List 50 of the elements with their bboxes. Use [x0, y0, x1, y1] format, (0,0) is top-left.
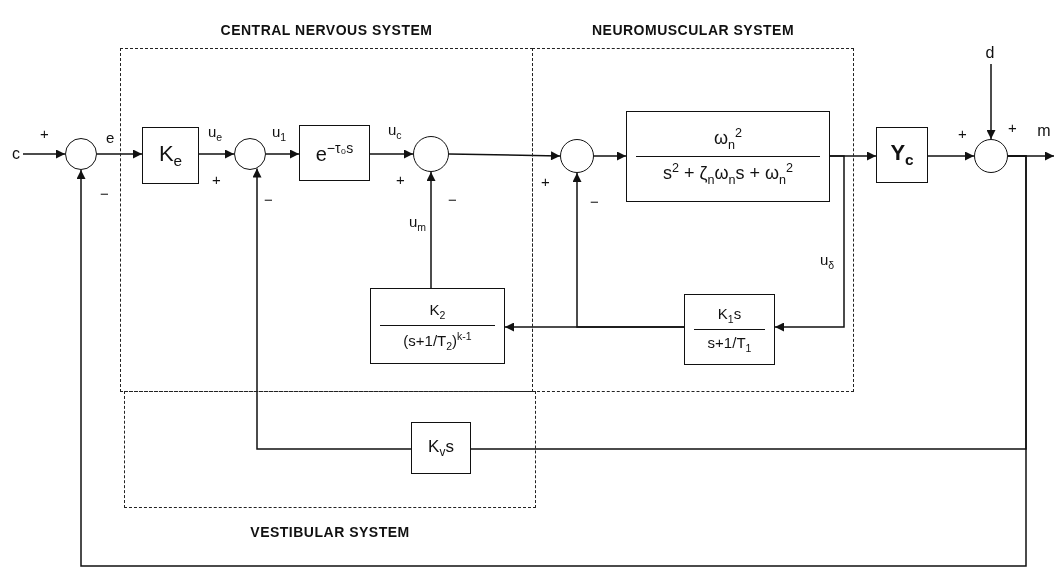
summing-junction	[974, 139, 1008, 173]
transfer-function-block	[142, 127, 199, 184]
sign-label: −	[448, 192, 457, 207]
region-title: CENTRAL NERVOUS SYSTEM	[220, 22, 433, 38]
sign-label: −	[100, 186, 109, 201]
sign-label: +	[396, 172, 405, 187]
region-title: NEUROMUSCULAR SYSTEM	[591, 22, 795, 38]
signal-label: d	[983, 44, 997, 64]
arrow	[96, 149, 143, 159]
signal-label: c	[9, 145, 23, 163]
denominator: (s+1/T$_{2}$)$^{k-1}$	[403, 329, 472, 352]
sign-label: +	[40, 126, 49, 141]
sign-label: −	[264, 192, 273, 207]
arrow	[593, 151, 627, 161]
arrow	[448, 151, 561, 161]
summing-junction	[65, 138, 97, 170]
denominator: s+1/T$_{1}$	[707, 334, 752, 354]
transfer-function-block	[370, 288, 505, 364]
sign-label: +	[958, 126, 967, 141]
transfer-function-block	[626, 111, 830, 202]
summing-junction	[234, 138, 266, 170]
arrow	[76, 155, 1027, 567]
sign-label: +	[212, 172, 221, 187]
arrow	[774, 155, 845, 332]
transfer-function-block	[299, 125, 370, 181]
transfer-function: Y$_{c}$	[890, 140, 914, 170]
arrow	[986, 63, 996, 140]
transfer-function-block	[411, 422, 471, 474]
arrow	[572, 172, 685, 328]
arrow	[426, 171, 436, 289]
sign-label: +	[1008, 120, 1017, 135]
sign-label: −	[590, 194, 599, 209]
summing-junction	[413, 136, 449, 172]
transfer-function-block	[876, 127, 928, 183]
arrow	[265, 149, 300, 159]
arrow	[927, 151, 975, 161]
transfer-function: e$^{−τ₀s}$	[315, 140, 354, 166]
region-title: VESTIBULAR SYSTEM	[250, 524, 410, 540]
numerator: K$_{1}$s	[717, 305, 742, 325]
transfer-function: K$_{e}$	[158, 140, 183, 171]
sign-label: +	[541, 174, 550, 189]
signal-label: m	[1034, 122, 1054, 142]
arrow	[22, 149, 66, 159]
transfer-function-block	[684, 294, 775, 365]
numerator: K$_{2}$	[429, 300, 446, 321]
arrow	[369, 149, 414, 159]
arrow	[198, 149, 235, 159]
transfer-function: K$_{v}$s	[428, 436, 454, 460]
arrow	[252, 167, 412, 450]
summing-junction	[560, 139, 594, 173]
